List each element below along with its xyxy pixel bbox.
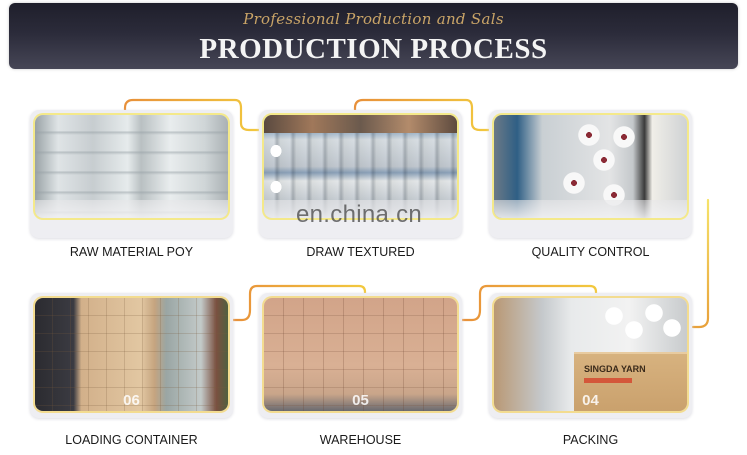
blur-band <box>264 200 457 218</box>
carton-red-stripe <box>584 378 632 383</box>
step-number: 05 <box>352 392 369 409</box>
step-label: RAW MATERIAL POY <box>69 245 194 259</box>
step-card-raw-material: RAW MATERIAL POY <box>30 110 233 259</box>
step-label: DRAW TEXTURED <box>306 245 415 259</box>
step-number: 06 <box>123 392 140 409</box>
quality-control-photo <box>494 115 687 218</box>
step-card-quality-control: QUALITY CONTROL <box>489 110 692 259</box>
connector-1-2 <box>123 98 262 132</box>
connector-4-5 <box>460 284 598 322</box>
banner-title: PRODUCTION PROCESS <box>199 33 548 65</box>
step-label: LOADING CONTAINER <box>65 433 198 447</box>
connector-2-3 <box>353 98 492 132</box>
carton-brand-text: SINGDA YARN <box>584 364 646 374</box>
connector-5-6 <box>230 284 367 322</box>
watermark: en.china.cn <box>296 201 423 228</box>
raw-material-photo <box>35 115 228 218</box>
banner-subtitle: Professional Production and Sals <box>243 10 504 28</box>
header-banner: Professional Production and Sals PRODUCT… <box>9 3 738 69</box>
warehouse-photo: 05 <box>264 298 457 411</box>
blur-band <box>35 200 228 218</box>
blur-band <box>494 200 687 218</box>
draw-textured-photo <box>264 115 457 218</box>
loading-container-photo: 06 <box>35 298 228 411</box>
step-card-warehouse: 05 WAREHOUSE <box>259 293 462 447</box>
step-label: QUALITY CONTROL <box>531 245 650 259</box>
packing-photo: SINGDA YARN 04 <box>494 298 687 411</box>
step-label: WAREHOUSE <box>319 433 402 447</box>
yarn-carton: SINGDA YARN <box>574 352 687 411</box>
step-card-loading-container: 06 LOADING CONTAINER <box>30 293 233 447</box>
step-card-draw-textured: DRAW TEXTURED <box>259 110 462 259</box>
step-number: 04 <box>582 392 599 409</box>
step-card-packing: SINGDA YARN 04 PACKING <box>489 293 692 447</box>
step-label: PACKING <box>562 433 619 447</box>
machine-top <box>264 115 457 133</box>
connector-3-4 <box>691 198 710 329</box>
